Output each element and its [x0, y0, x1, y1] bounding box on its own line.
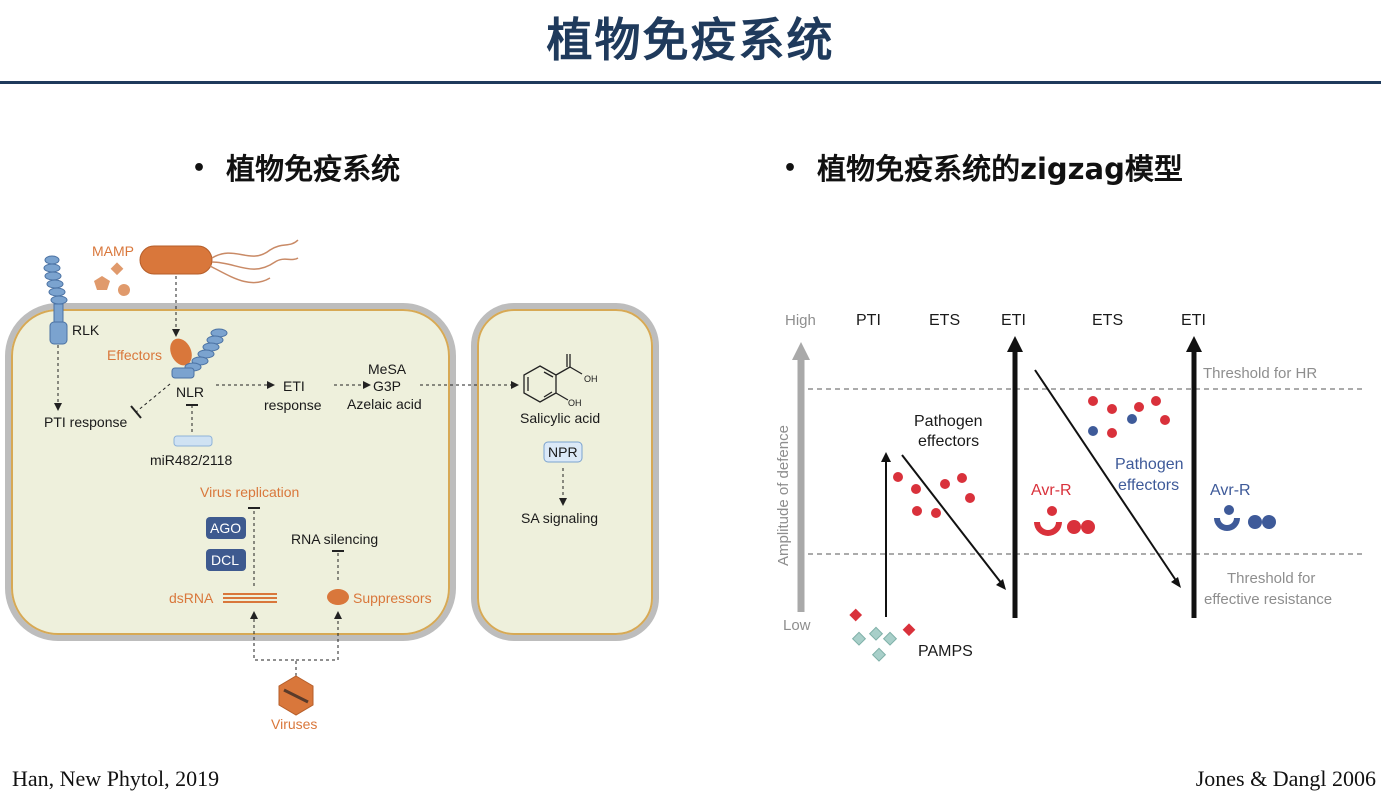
- viruses-label: Viruses: [271, 716, 317, 732]
- axis-low-label: Low: [783, 617, 811, 634]
- g3p-label: G3P: [373, 378, 401, 394]
- mesa-label: MeSA: [368, 361, 407, 377]
- rlk-label: RLK: [72, 322, 100, 338]
- neighbor-cell: [471, 303, 659, 641]
- mamp-molecules-icon: [94, 262, 130, 296]
- host-cell: [5, 303, 456, 641]
- virus-icon: [278, 675, 314, 716]
- ets-arrow-1: [901, 454, 1003, 585]
- effector-dots-2: [1088, 396, 1170, 438]
- effectors-label: Effectors: [107, 347, 162, 363]
- bullet-left: • 植物免疫系统: [192, 146, 400, 188]
- mirna-label: miR482/2118: [150, 452, 232, 468]
- threshold-resistance-label-line1: Threshold for: [1227, 570, 1315, 587]
- bullet-right: • 植物免疫系统的zigzag模型: [783, 146, 1183, 188]
- nlr-receptor-icon: [171, 328, 228, 379]
- phase-label: PTI: [856, 312, 881, 329]
- phase-label: ETS: [929, 312, 960, 329]
- bullet-dot: •: [192, 156, 207, 181]
- ago-box: [206, 517, 246, 539]
- avr-r-blue-icon: [1214, 505, 1276, 531]
- oh-label-1: OH: [584, 374, 598, 384]
- bullet-left-text: 植物免疫系统: [226, 152, 401, 186]
- avr-r-red-icon: [1034, 506, 1095, 536]
- eti-response-label-line1: ETI: [283, 378, 305, 394]
- effector-dots-1: [893, 472, 975, 518]
- y-axis-title: Amplitude of defence: [775, 425, 792, 566]
- title-divider: [0, 81, 1381, 84]
- pamps-icon: [849, 608, 916, 662]
- slide-title: 植物免疫系统: [546, 13, 835, 67]
- pamps-label: PAMPS: [918, 643, 973, 660]
- effector-icon: [170, 338, 192, 366]
- oh-label-2: OH: [568, 398, 582, 408]
- npr-box: [543, 441, 583, 463]
- host-cell-membrane: [11, 309, 450, 635]
- salicylic-acid-structure-icon: [523, 354, 583, 403]
- phase-label: ETI: [1001, 312, 1026, 329]
- zigzag-diagram: High Low Amplitude of defence PTI ETS ET…: [775, 312, 1362, 662]
- rlk-receptor-icon: [43, 255, 68, 345]
- ago-label: AGO: [210, 520, 241, 536]
- axis-arrow-icon: [792, 342, 810, 360]
- neighbor-cell-membrane: [477, 309, 653, 635]
- cell-diagram: RLK PTI response MAMP Effectors: [5, 239, 659, 732]
- pti-response-label: PTI response: [44, 414, 127, 430]
- phase-label: ETS: [1092, 312, 1123, 329]
- sa-signaling-label: SA signaling: [521, 510, 598, 526]
- npr-label: NPR: [548, 444, 578, 460]
- eti-response-label-line2: response: [264, 397, 322, 413]
- pathogen-effectors-label-line2: effectors: [918, 433, 979, 450]
- ets-arrow-2: [1034, 369, 1178, 583]
- bacterium-icon: [139, 239, 299, 284]
- threshold-resistance-label-line2: effective resistance: [1204, 591, 1332, 608]
- pathogen-effectors-blue-label-line2: effectors: [1118, 477, 1179, 494]
- axis-high-label: High: [785, 312, 816, 329]
- azelaic-label: Azelaic acid: [347, 396, 422, 412]
- salicylic-acid-label: Salicylic acid: [520, 410, 600, 426]
- bullet-dot: •: [783, 156, 798, 181]
- mirna-icon: [173, 435, 213, 447]
- virus-replication-label: Virus replication: [200, 484, 299, 500]
- mamp-label: MAMP: [92, 243, 134, 259]
- pathogen-effectors-label-line1: Pathogen: [914, 413, 983, 430]
- avr-r-blue-label: Avr-R: [1210, 482, 1251, 499]
- suppressor-icon: [327, 589, 349, 605]
- dcl-box: [206, 549, 246, 571]
- bullet-right-text: 植物免疫系统的zigzag模型: [817, 152, 1183, 186]
- dcl-label: DCL: [211, 552, 239, 568]
- citation-left: Han, New Phytol, 2019: [12, 766, 220, 791]
- citation-right: Jones & Dangl 2006: [1195, 766, 1376, 791]
- phase-label: ETI: [1181, 312, 1206, 329]
- avr-r-red-label: Avr-R: [1031, 482, 1072, 499]
- suppressors-label: Suppressors: [353, 590, 432, 606]
- nlr-label: NLR: [176, 384, 204, 400]
- dsrna-icon: [223, 593, 277, 603]
- rna-silencing-label: RNA silencing: [291, 531, 378, 547]
- threshold-hr-label: Threshold for HR: [1203, 365, 1317, 382]
- dsrna-label: dsRNA: [169, 590, 214, 606]
- pathogen-effectors-blue-label-line1: Pathogen: [1115, 456, 1184, 473]
